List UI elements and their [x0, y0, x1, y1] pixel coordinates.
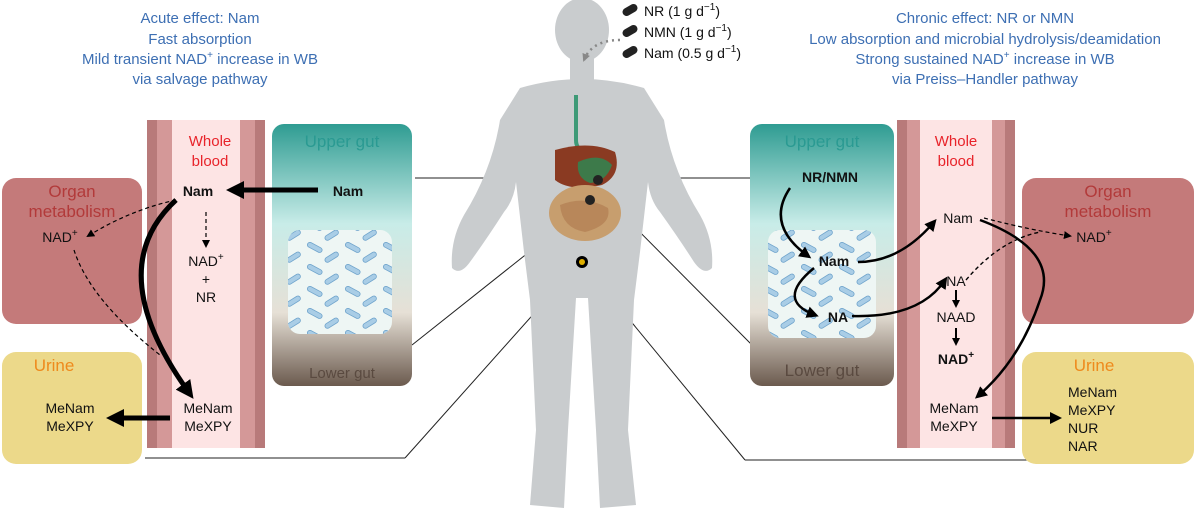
right-blood-vessel: Whole blood Nam NA NAAD NAD+ MeNam MeXPY — [897, 120, 1015, 448]
right-blood-label-2: blood — [938, 153, 975, 170]
organ-nam-arrow — [965, 231, 1041, 281]
left-gut-panel: Upper gut Nam Lower gut — [272, 124, 412, 386]
right-lower-gut-label: Lower gut — [785, 361, 860, 380]
right-blood-na: NA — [946, 273, 966, 289]
pill-icon — [622, 4, 638, 16]
left-blood-plus: + — [202, 271, 210, 287]
right-urine-item: MeNam — [1068, 384, 1117, 400]
left-organ-label-2: metabolism — [29, 202, 116, 221]
organ-nad-arrow — [86, 199, 177, 238]
left-lower-gut-label: Lower gut — [309, 365, 376, 382]
left-blood-label-1: Whole — [189, 133, 232, 150]
right-organ-label-2: metabolism — [1065, 202, 1152, 221]
svg-text:Nam (0.5 g d−1): Nam (0.5 g d−1) — [644, 44, 741, 61]
svg-text:NMN (1 g d−1): NMN (1 g d−1) — [644, 23, 732, 40]
right-gut-na: NA — [828, 309, 848, 325]
right-upper-gut-label: Upper gut — [785, 132, 860, 151]
organ-nad-arrow — [983, 217, 1072, 240]
left-arrows — [73, 181, 318, 427]
right-urine-item: NAR — [1068, 438, 1098, 454]
right-urine-box: Urine MeNam MeXPY NUR NAR — [1022, 352, 1194, 464]
pill-icon — [622, 46, 638, 58]
left-organ-nad: NAD+ — [42, 228, 78, 245]
dose-nam: Nam (0.5 g d — [644, 45, 725, 61]
dose-list: NR (1 g d−1) NMN (1 g d−1) Nam (0.5 g d−… — [582, 2, 741, 62]
left-subtitle-1: Fast absorption — [148, 31, 251, 48]
gut-nam-to-na-arrow — [793, 267, 819, 318]
bacteria-icon — [288, 230, 392, 334]
right-subtitle-3: via Preiss–Handler pathway — [892, 71, 1078, 88]
left-subtitle-2: Mild transient NAD+ increase in WB — [82, 50, 318, 68]
right-title: Chronic effect: NR or NMN — [896, 10, 1074, 27]
right-heading: Chronic effect: NR or NMN Low absorption… — [809, 10, 1161, 88]
left-urine-menam: MeNam — [45, 400, 94, 416]
human-body-figure — [451, 0, 713, 508]
right-blood-menam: MeNam — [929, 400, 978, 416]
left-title: Acute effect: Nam — [141, 10, 260, 27]
left-blood-vessel: Whole blood Nam NAD+ + NR MeNam MeXPY — [147, 120, 265, 448]
right-gut-nrnmn: NR/NMN — [802, 169, 858, 185]
pill-icon — [622, 25, 638, 37]
right-organ-label-1: Organ — [1084, 182, 1131, 201]
dose-nmn: NMN (1 g d — [644, 24, 716, 40]
left-blood-label-2: blood — [192, 153, 229, 170]
right-organ-metabolism-box: Organ metabolism NAD+ — [1022, 178, 1194, 324]
left-blood-mexpy: MeXPY — [184, 418, 232, 434]
internal-organs — [549, 95, 621, 268]
left-urine-label: Urine — [34, 356, 75, 375]
left-blood-nam: Nam — [183, 183, 213, 199]
right-arrows — [779, 187, 1072, 424]
left-heading: Acute effect: Nam Fast absorption Mild t… — [82, 10, 318, 88]
right-subtitle-2: Strong sustained NAD+ increase in WB — [855, 50, 1114, 68]
left-organ-label-1: Organ — [48, 182, 95, 201]
left-blood-nad: NAD+ — [188, 252, 224, 269]
gut-nam-to-blood-arrow — [857, 218, 937, 264]
right-gut-panel: Upper gut NR/NMN Nam NA Lower gut — [750, 124, 894, 386]
right-gut-nam: Nam — [819, 253, 849, 269]
right-blood-mexpy: MeXPY — [930, 418, 978, 434]
left-urine-mexpy: MeXPY — [46, 418, 94, 434]
right-urine-item: NUR — [1068, 420, 1098, 436]
gut-na-to-blood-arrow — [851, 276, 948, 318]
left-blood-nr: NR — [196, 289, 216, 305]
right-blood-nad: NAD+ — [938, 350, 974, 367]
left-organ-metabolism-box: Organ metabolism NAD+ — [2, 178, 142, 324]
right-blood-nam: Nam — [943, 210, 973, 226]
left-gut-nam: Nam — [333, 183, 363, 199]
right-subtitle-1: Low absorption and microbial hydrolysis/… — [809, 31, 1161, 48]
right-urine-label: Urine — [1074, 356, 1115, 375]
right-blood-naad: NAAD — [937, 309, 976, 325]
right-blood-label-1: Whole — [935, 133, 978, 150]
svg-text:NR (1 g d−1): NR (1 g d−1) — [644, 2, 720, 19]
organ-return-arrow — [73, 249, 161, 356]
left-subtitle-3: via salvage pathway — [132, 71, 268, 88]
right-organ-nad: NAD+ — [1076, 228, 1112, 245]
dose-nr: NR (1 g d — [644, 3, 704, 19]
left-blood-menam: MeNam — [183, 400, 232, 416]
right-urine-item: MeXPY — [1068, 402, 1116, 418]
bacteria-icon — [768, 230, 876, 338]
left-upper-gut-label: Upper gut — [305, 132, 380, 151]
methylation-arrow — [138, 198, 194, 399]
gut-nrnmn-to-nam-arrow — [779, 187, 812, 259]
left-urine-box: Urine MeNam MeXPY — [2, 352, 142, 464]
